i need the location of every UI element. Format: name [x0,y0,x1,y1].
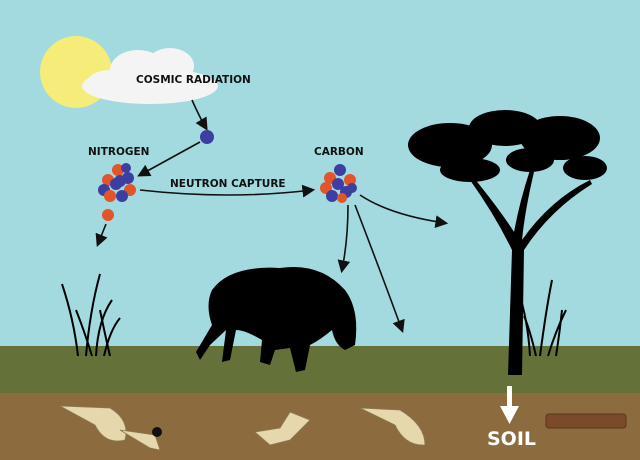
arrow-proton-release [95,223,108,247]
tree-silhouette [408,110,607,375]
down-arrow-icon [500,386,519,424]
skeleton-1 [59,405,161,451]
label-nitrogen: NITROGEN [88,146,150,158]
nitrogen-nucleus [98,163,136,202]
released-proton [102,209,114,221]
carbon-nucleus [320,164,357,203]
arrow-neutron-to-nitrogen [137,141,201,177]
arrow-carbon-to-bison [337,204,351,274]
free-neutron [200,130,214,144]
skeleton-1-skull [152,427,162,437]
skeleton-2 [254,411,311,446]
label-neutron-capture: NEUTRON CAPTURE [170,178,286,190]
grass-tuft-left [61,273,121,357]
arrow-carbon-to-tree [359,194,449,228]
cloud-icon [82,48,218,104]
process-arrows [95,99,449,334]
arrow-radiation-to-neutron [191,99,208,131]
label-soil: SOIL [487,428,537,450]
arrow-neutron-capture [139,184,316,198]
buried-log [545,413,627,429]
bison-silhouette [196,266,357,372]
arrow-carbon-to-ground [354,204,405,334]
skeleton-3 [359,407,426,446]
grass-tuft-right [517,279,567,357]
grass-layer [0,346,640,394]
label-cosmic-radiation: COSMIC RADIATION [136,74,251,86]
label-carbon: CARBON [314,146,364,158]
